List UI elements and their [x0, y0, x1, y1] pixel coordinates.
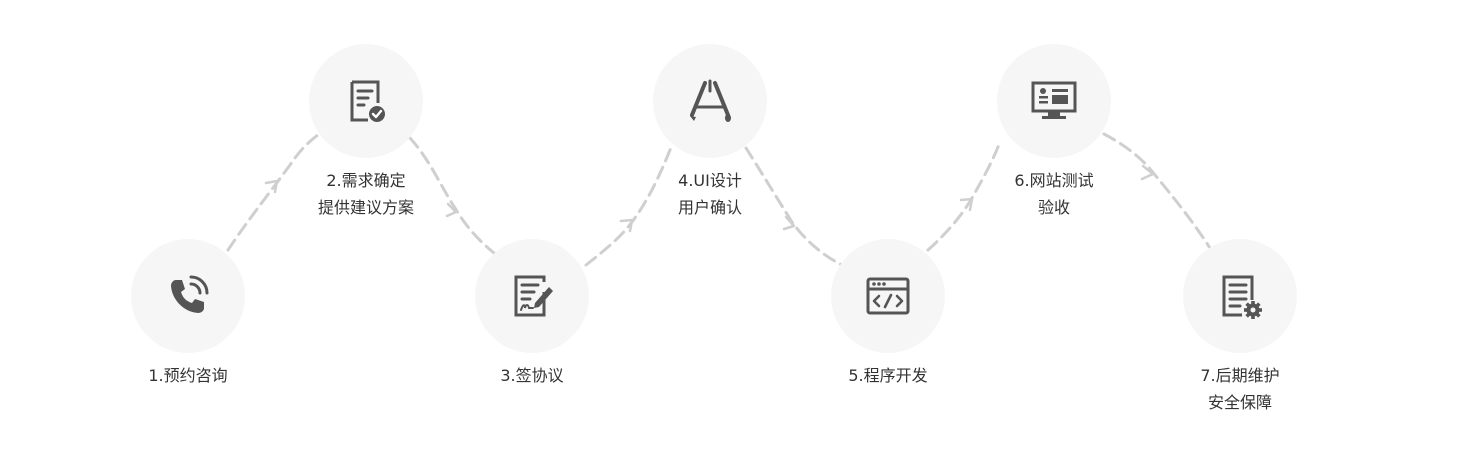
- arrow-2-3: [445, 202, 458, 218]
- contract-sign-icon: [514, 275, 553, 317]
- step-5-circle[interactable]: [831, 239, 945, 353]
- step-5-title: 5.程序开发: [848, 366, 928, 385]
- step-2-circle[interactable]: [309, 44, 423, 158]
- step-2-title: 2.需求确定: [326, 171, 406, 190]
- document-gear-icon: [1222, 275, 1262, 319]
- monitor-icon: [1031, 81, 1077, 119]
- step-1-label: 1.预约咨询: [78, 362, 298, 389]
- phone-icon: [171, 275, 209, 313]
- step-1-circle[interactable]: [131, 239, 245, 353]
- arrow-4-5: [782, 215, 796, 231]
- connector-6-7: [1102, 132, 1212, 250]
- step-7-circle[interactable]: [1183, 239, 1297, 353]
- step-2-subtitle: 提供建议方案: [317, 198, 414, 217]
- step-4-label: 4.UI设计 用户确认: [600, 167, 820, 221]
- arrow-1-2: [264, 179, 279, 194]
- step-1-title: 1.预约咨询: [148, 366, 228, 385]
- step-6-title: 6.网站测试: [1014, 171, 1094, 190]
- design-tools-icon: [690, 79, 731, 122]
- step-3-title: 3.签协议: [500, 366, 564, 385]
- step-7-label: 7.后期维护 安全保障: [1130, 362, 1350, 416]
- step-3-label: 3.签协议: [422, 362, 642, 389]
- step-6-subtitle: 验收: [1037, 198, 1070, 217]
- document-check-icon: [350, 80, 385, 122]
- arrow-5-6: [959, 197, 974, 212]
- step-3-circle[interactable]: [475, 239, 589, 353]
- step-4-circle[interactable]: [653, 44, 767, 158]
- arrow-6-7: [1140, 164, 1155, 181]
- code-window-icon: [866, 277, 910, 315]
- connector-2-3: [408, 136, 496, 255]
- step-7-title: 7.后期维护: [1200, 366, 1280, 385]
- step-4-title: 4.UI设计: [678, 171, 742, 190]
- step-2-label: 2.需求确定 提供建议方案: [256, 167, 476, 221]
- step-4-subtitle: 用户确认: [677, 198, 742, 217]
- step-6-circle[interactable]: [997, 44, 1111, 158]
- step-5-label: 5.程序开发: [778, 362, 998, 389]
- step-7-subtitle: 安全保障: [1207, 393, 1272, 412]
- connector-1-2: [226, 130, 324, 252]
- step-6-label: 6.网站测试 验收: [944, 167, 1164, 221]
- arrow-3-4: [619, 218, 634, 233]
